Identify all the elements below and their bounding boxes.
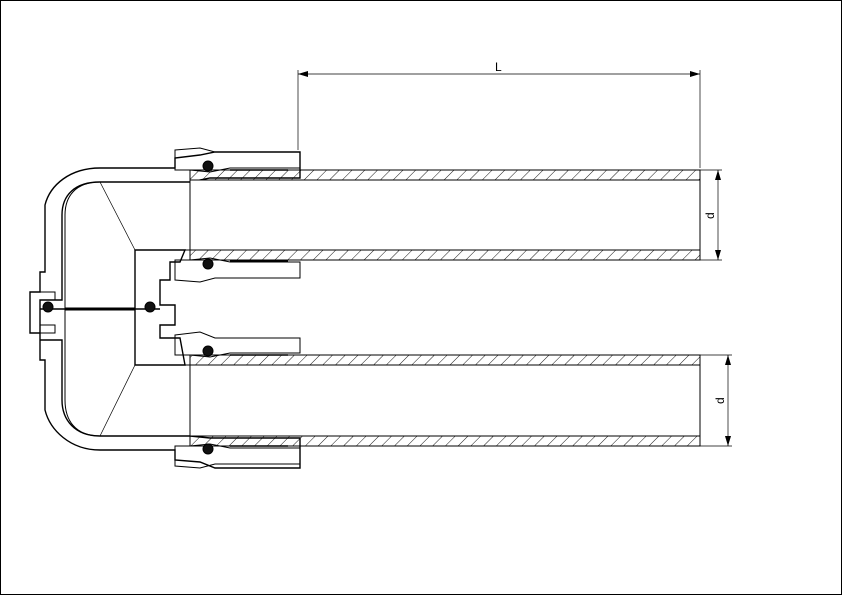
o-ring-right-center	[144, 301, 156, 313]
o-ring-top-lower	[202, 258, 214, 270]
top-pipe-bore	[189, 179, 701, 251]
bottom-socket-sleeve	[174, 331, 301, 469]
branch-divider	[134, 249, 187, 366]
o-ring-bottom-upper	[202, 345, 214, 357]
o-ring-left-center	[42, 301, 54, 313]
left-coupling-nut	[29, 291, 156, 334]
fitting-inner-bore-bottom	[64, 309, 191, 437]
o-ring-top-upper	[202, 160, 214, 172]
arrow-left-length	[298, 71, 308, 77]
dimension-label-d-bottom: d	[713, 397, 727, 404]
arrow-top-d-lower	[715, 250, 721, 260]
arrow-top-d-upper	[715, 170, 721, 180]
bend-ridge-lines	[99, 181, 191, 437]
o-ring-bottom-lower	[202, 443, 214, 455]
bottom-pipe-bore	[189, 364, 701, 437]
bottom-sleeve-upper	[174, 331, 301, 358]
bottom-pipe	[189, 354, 701, 447]
fitting-inner-bore-top	[64, 181, 191, 309]
arrow-bottom-d-upper	[725, 355, 731, 365]
arrow-right-length	[690, 71, 700, 77]
dimension-diameter-top: d	[700, 169, 722, 261]
dimension-diameter-bottom: d	[700, 354, 732, 447]
bottom-pipe-wall-upper	[189, 354, 701, 366]
dimension-label-length: L	[495, 60, 502, 74]
top-sleeve-upper	[174, 147, 301, 173]
top-sleeve-lower	[174, 257, 301, 283]
top-pipe-wall-lower	[189, 249, 701, 261]
top-socket-sleeve	[174, 147, 301, 283]
bottom-pipe-wall-lower	[189, 435, 701, 447]
fitting-outer-contour	[29, 151, 301, 469]
top-pipe	[189, 169, 701, 261]
fitting-body	[29, 151, 301, 469]
top-pipe-wall-upper	[189, 169, 701, 181]
left-nut-body	[29, 291, 56, 334]
dimension-length: L	[297, 60, 701, 168]
dimension-label-d-top: d	[703, 212, 717, 219]
bottom-sleeve-lower	[174, 443, 301, 469]
arrow-bottom-d-lower	[725, 436, 731, 446]
